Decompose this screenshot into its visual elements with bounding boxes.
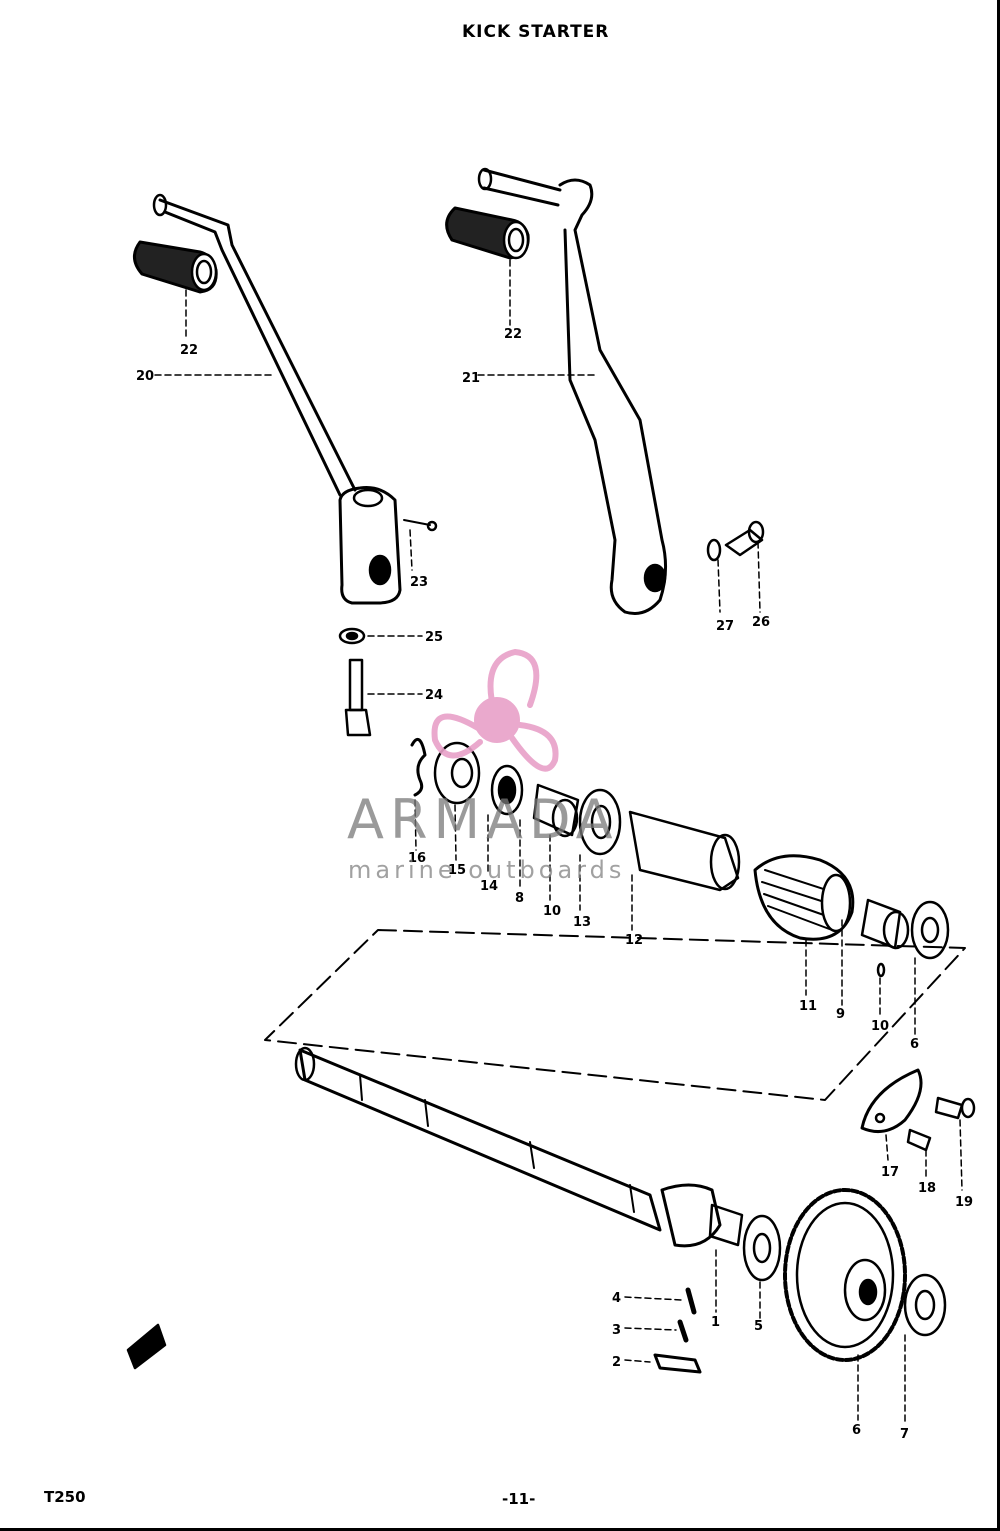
callout-label: 22 <box>504 327 522 342</box>
callout-label: 2 <box>612 1355 621 1370</box>
callout-label: 13 <box>573 915 591 930</box>
callout-label: 26 <box>752 615 770 630</box>
kick-lever-left <box>152 193 438 605</box>
callout-label: 15 <box>448 863 466 878</box>
return-spring-assembly <box>753 854 950 978</box>
page-number: -11- <box>502 1490 536 1508</box>
callout-label: 17 <box>881 1165 899 1180</box>
kick-starter-shaft <box>294 1046 744 1248</box>
watermark-brand: ARMADA <box>347 788 619 851</box>
callout-label: 24 <box>425 688 443 703</box>
callout-label: 7 <box>900 1427 909 1442</box>
scan-edge-right <box>997 0 1000 1531</box>
callout-label: 6 <box>852 1423 861 1438</box>
callout-label: 14 <box>480 879 498 894</box>
guide-and-screws <box>860 1068 976 1152</box>
callout-label: 8 <box>515 891 524 906</box>
callout-label: 20 <box>136 369 154 384</box>
pins-and-key <box>653 1287 702 1374</box>
callout-label: 18 <box>918 1181 936 1196</box>
assembly-outline <box>264 929 966 1101</box>
callout-label: 25 <box>425 630 443 645</box>
callout-label: 11 <box>799 999 817 1014</box>
callout-label: 4 <box>612 1291 621 1306</box>
callout-label: 19 <box>955 1195 973 1210</box>
lever-bolt-and-washer <box>706 520 765 562</box>
callout-label: 10 <box>543 904 561 919</box>
watermark-tagline: marine outboards <box>348 856 626 884</box>
callout-label: 10 <box>871 1019 889 1034</box>
shaft-small-parts <box>410 737 741 892</box>
kick-lever-right <box>477 167 667 615</box>
leader-lines <box>154 259 963 1426</box>
stray-fragment <box>126 1323 167 1370</box>
callout-label: 23 <box>410 575 428 590</box>
callout-label: 6 <box>910 1037 919 1052</box>
callout-numbers: 22 20 22 21 23 27 26 25 24 16 15 14 8 10… <box>136 327 973 1442</box>
kick-gear-assembly <box>742 1188 947 1362</box>
callout-label: 12 <box>625 933 643 948</box>
callout-label: 21 <box>462 371 480 386</box>
model-label: T250 <box>44 1488 86 1506</box>
callout-label: 27 <box>716 619 734 634</box>
washer-and-bolt <box>338 627 372 737</box>
page-title: KICK STARTER <box>462 22 610 42</box>
callout-label: 9 <box>836 1007 845 1022</box>
callout-label: 16 <box>408 851 426 866</box>
scan-edge-bottom <box>0 1528 1000 1531</box>
callout-label: 1 <box>711 1315 720 1330</box>
callout-label: 22 <box>180 343 198 358</box>
callout-label: 3 <box>612 1323 621 1338</box>
callout-label: 5 <box>754 1319 763 1334</box>
grip-rubber-left <box>133 240 218 294</box>
grip-rubber-right <box>445 206 530 260</box>
propeller-icon <box>431 649 559 772</box>
